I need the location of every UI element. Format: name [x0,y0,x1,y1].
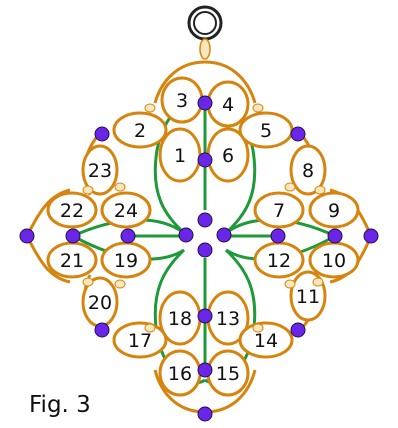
picot [82,277,94,287]
ring-label-15: 15 [216,363,240,385]
picot [114,182,126,192]
ring-label-8: 8 [302,160,314,182]
picot [312,277,324,287]
bead [94,322,110,338]
chain-segment [153,369,206,414]
bead [197,406,213,422]
ring-label-20: 20 [88,292,112,314]
jump-ring [187,5,223,60]
ring-label-11: 11 [296,286,320,308]
bead [120,228,136,244]
ring-label-16: 16 [168,363,192,385]
bead [197,95,213,111]
bead [197,152,213,168]
ring-label-13: 13 [216,308,240,330]
chain-segment [204,369,257,414]
ring-group [46,76,360,397]
picot [284,182,296,192]
picot [144,103,156,113]
ring-label-9: 9 [328,200,340,222]
ring-label-3: 3 [176,90,188,112]
chain-segment [25,188,71,237]
ring-label-7: 7 [273,200,285,222]
picot [114,279,126,289]
ring-label-6: 6 [222,145,234,167]
ring-label-23: 23 [88,160,112,182]
ring-label-22: 22 [60,200,84,222]
picot [144,323,156,333]
bead [270,228,286,244]
ring-label-5: 5 [260,120,272,142]
bead [216,227,232,243]
ring-label-12: 12 [267,250,291,272]
bead [94,126,110,142]
bead [290,126,306,142]
bead [197,212,213,228]
ring-label-21: 21 [60,250,84,272]
ring-label-17: 17 [128,330,152,352]
chain-segment [204,60,257,104]
ring-14 [238,321,294,359]
figure-caption: Fig. 3 [29,392,91,418]
ring-9 [308,191,360,229]
picot [82,185,94,195]
bead-group [19,95,379,422]
ring-label-19: 19 [114,250,138,272]
ring-22 [46,191,98,229]
bead [290,322,306,338]
ring-label-1: 1 [174,145,186,167]
ring-label-18: 18 [168,308,192,330]
bead [197,242,213,258]
picot [284,279,296,289]
chain-segment [153,60,206,104]
picot [252,323,264,333]
bead [197,362,213,378]
bead [19,228,35,244]
ring-23 [81,144,119,196]
bead [363,228,379,244]
picot [314,185,326,195]
ring-8 [289,144,327,196]
ring-label-2: 2 [134,120,146,142]
ring-label-24: 24 [114,200,138,222]
picot [252,103,264,113]
ring-7 [253,191,305,229]
bead [197,308,213,324]
ring-label-10: 10 [322,250,346,272]
ring-label-4: 4 [222,94,234,116]
bead [178,227,194,243]
bead [327,228,343,244]
ring-label-14: 14 [254,330,278,352]
ring-24 [100,191,152,229]
ring-2 [112,111,168,149]
chain-segment [25,235,71,284]
bead [65,228,81,244]
